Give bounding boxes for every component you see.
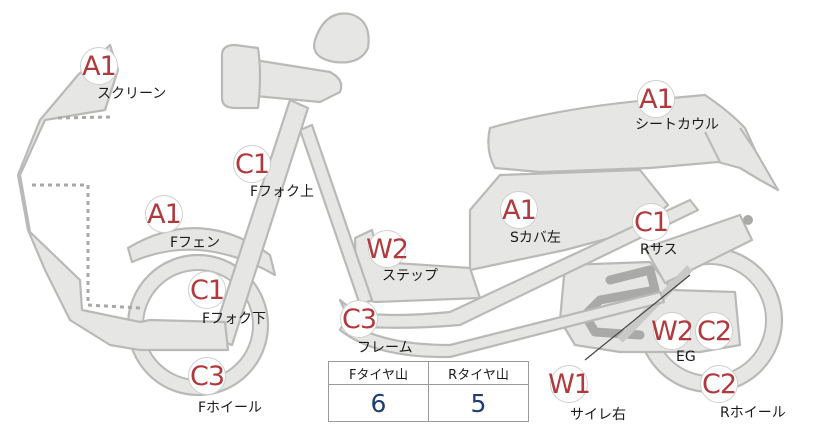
label-front-wheel: Fホイール [198, 400, 263, 416]
label-fork-lower: Fフォク下 [202, 311, 267, 327]
label-muffler-right: サイレ右 [570, 407, 626, 423]
tire-tread-table: Fタイヤ山 Rタイヤ山 6 5 [328, 361, 529, 422]
seat-cowl-shape [487, 93, 780, 192]
front-tread-header: Fタイヤ山 [328, 361, 429, 385]
front-fender-shape [126, 227, 277, 277]
badge-rear-suspension-grade[interactable]: C1 [632, 203, 670, 241]
badge-muffler-right-grade[interactable]: W1 [548, 365, 591, 403]
leg-shield-shape [16, 43, 230, 352]
front-fork-shape [210, 98, 310, 347]
label-seat-cowl: シートカウル [635, 117, 719, 133]
rear-suspension-shape [643, 213, 754, 285]
rear-tread-header: Rタイヤ山 [428, 361, 529, 385]
badge-step-grade[interactable]: W2 [366, 230, 409, 268]
badge-seat-cowl-grade[interactable]: A1 [637, 80, 675, 118]
badge-front-wheel-grade[interactable]: C3 [188, 357, 226, 395]
rear-tread-value: 5 [428, 384, 529, 422]
label-engine: EG [676, 349, 696, 365]
tread-header-row: Fタイヤ山 Rタイヤ山 [328, 361, 529, 385]
handlebar-shape [240, 56, 343, 104]
label-fork-upper: Fフォク上 [250, 184, 315, 200]
tread-value-row: 6 5 [328, 384, 529, 422]
badge-frame-grade[interactable]: C3 [340, 300, 378, 338]
label-front-fender: Fフェン [170, 235, 221, 251]
label-side-cover-left: Sカバ左 [510, 230, 561, 246]
label-step: ステップ [382, 268, 438, 284]
badge-fork-lower-grade[interactable]: C1 [188, 271, 226, 309]
headlight-shape [220, 43, 262, 110]
label-screen: スクリーン [97, 86, 167, 102]
badge-screen-grade[interactable]: A1 [80, 47, 118, 85]
mirror-shape [313, 12, 370, 64]
badge-engine-left-grade[interactable]: W2 [651, 312, 694, 350]
label-frame: フレーム [357, 340, 413, 356]
label-rear-wheel: Rホイール [720, 405, 786, 421]
badge-front-fender-grade[interactable]: A1 [145, 195, 183, 233]
badge-engine-right-grade[interactable]: C2 [695, 312, 733, 350]
badge-fork-upper-grade[interactable]: C1 [233, 145, 271, 183]
label-rear-suspension: Rサス [640, 242, 678, 258]
badge-rear-wheel-grade[interactable]: C2 [700, 365, 738, 403]
front-tread-value: 6 [328, 384, 429, 422]
badge-side-cover-left-grade[interactable]: A1 [500, 191, 538, 229]
